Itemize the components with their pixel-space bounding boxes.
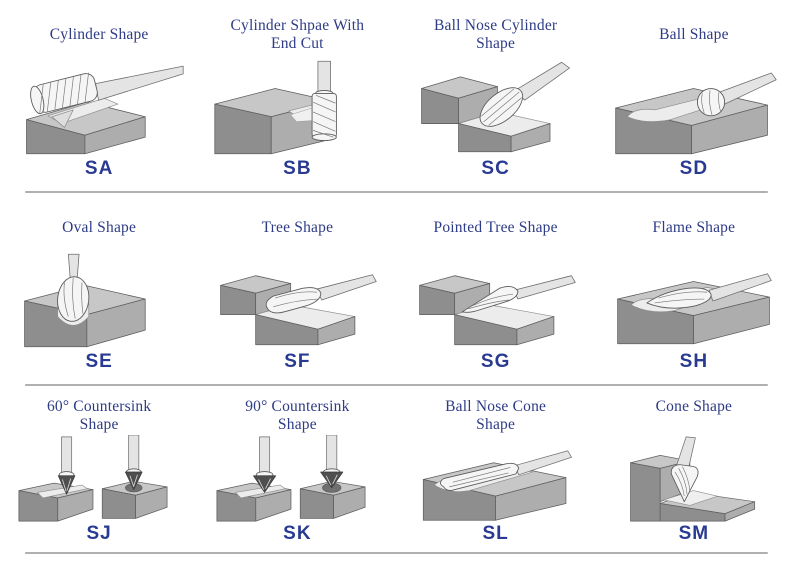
- shape-code-sg: SG: [480, 351, 511, 372]
- pointed-tree-shape-illustration: [418, 275, 576, 346]
- burr-cell-sa: Cylinder Shape: [0, 0, 198, 191]
- shape-title-sd: Ball Shape: [659, 26, 729, 44]
- shape-title-sm: Cone Shape: [655, 398, 733, 415]
- shape-code-sh: SH: [679, 351, 709, 372]
- burr-tool-2: [320, 435, 344, 489]
- countersink-60-illustration: [18, 435, 168, 522]
- shape-code-sk: SK: [283, 523, 312, 545]
- shape-code-sc: SC: [481, 158, 510, 179]
- burr-cell-sd: Ball Shape: [595, 0, 793, 191]
- workpiece-block: [630, 455, 755, 522]
- row-1: Cylinder Shape: [0, 0, 793, 191]
- burr-tool: [646, 273, 772, 309]
- shape-art-se: [0, 250, 198, 351]
- shape-art-sm: [595, 435, 793, 523]
- flame-shape-illustration: [617, 273, 772, 345]
- burr-tool: [479, 61, 570, 127]
- shape-title-sg: Pointed Tree Shape: [433, 219, 558, 237]
- bottom-divider: [25, 552, 768, 554]
- burr-tool: [253, 436, 277, 494]
- shape-title-sa: Cylinder Shape: [49, 26, 149, 44]
- shape-art-sf: [198, 250, 396, 351]
- shape-art-sh: [595, 250, 793, 351]
- shape-art-sb: [198, 57, 396, 158]
- burr-cell-sc: Ball Nose Cylinder Shape: [397, 0, 595, 191]
- shape-title-sh: Flame Shape: [652, 219, 736, 237]
- ball-shape-illustration: [615, 72, 777, 155]
- shape-title-sl: Ball Nose Cone Shape: [445, 398, 547, 433]
- shape-code-sm: SM: [678, 523, 710, 545]
- shape-code-sj: SJ: [86, 523, 112, 545]
- row-2: Oval Shape: [0, 193, 793, 384]
- burr-tool-2: [125, 435, 143, 491]
- shape-art-sj: [0, 435, 198, 523]
- workpiece-block: [216, 481, 366, 522]
- tree-shape-illustration: [220, 274, 378, 346]
- shape-art-sd: [595, 57, 793, 158]
- row-divider-1: [25, 191, 768, 193]
- burr-cell-se: Oval Shape: [0, 193, 198, 384]
- row-3: 60° Countersink Shape: [0, 386, 793, 552]
- shape-title-sk: 90° Countersink Shape: [245, 398, 350, 433]
- cone-shape-illustration: [630, 436, 755, 522]
- burr-tool: [57, 436, 76, 495]
- burr-cell-sl: Ball Nose Cone Shape: [397, 386, 595, 552]
- shape-art-sg: [397, 250, 595, 351]
- burr-tool: [312, 60, 338, 142]
- workpiece-block: [418, 275, 554, 346]
- countersink-90-illustration: [216, 435, 366, 522]
- shape-title-sb: Cylinder Shpae With End Cut: [230, 17, 365, 52]
- shape-code-sb: SB: [283, 158, 312, 179]
- shape-art-sl: [397, 435, 595, 523]
- burr-cell-sf: Tree Shape: [198, 193, 396, 384]
- burr-cell-sk: 90° Countersink Shape: [198, 386, 396, 552]
- shape-art-sa: [0, 57, 198, 158]
- shape-code-se: SE: [85, 351, 113, 372]
- shape-art-sc: [397, 57, 595, 158]
- cylinder-end-cut-illustration: [214, 60, 338, 155]
- burr-tool: [461, 275, 576, 313]
- workpiece-block: [615, 88, 768, 155]
- oval-shape-illustration: [24, 253, 146, 348]
- burr-tool: [266, 274, 378, 314]
- ball-nose-cylinder-illustration: [420, 61, 570, 153]
- shape-code-sd: SD: [679, 158, 709, 179]
- shape-title-sf: Tree Shape: [261, 219, 334, 237]
- shape-title-sc: Ball Nose Cylinder Shape: [433, 17, 558, 52]
- shape-title-sj: 60° Countersink Shape: [46, 398, 152, 433]
- cylinder-shape-illustration: [26, 65, 184, 155]
- workpiece-block: [18, 481, 168, 522]
- ball-nose-cone-illustration: [422, 450, 572, 521]
- burr-cell-sj: 60° Countersink Shape: [0, 386, 198, 552]
- burr-cell-sg: Pointed Tree Shape: [397, 193, 595, 384]
- burr-tool: [57, 253, 90, 322]
- shape-code-sf: SF: [284, 351, 311, 372]
- burr-cell-sb: Cylinder Shpae With End Cut: [198, 0, 396, 191]
- burr-tool: [439, 450, 572, 492]
- shape-code-sl: SL: [482, 523, 509, 545]
- workpiece-block: [26, 97, 146, 155]
- burr-tool: [696, 72, 777, 117]
- row-divider-2: [25, 384, 768, 386]
- shape-art-sk: [198, 435, 396, 523]
- shape-code-sa: SA: [84, 158, 114, 179]
- burr-cell-sm: Cone Shape: [595, 386, 793, 552]
- burr-tool: [30, 65, 184, 115]
- burr-tool: [670, 436, 699, 503]
- burr-cell-sh: Flame Shape SH: [595, 193, 793, 384]
- shape-title-se: Oval Shape: [62, 219, 137, 237]
